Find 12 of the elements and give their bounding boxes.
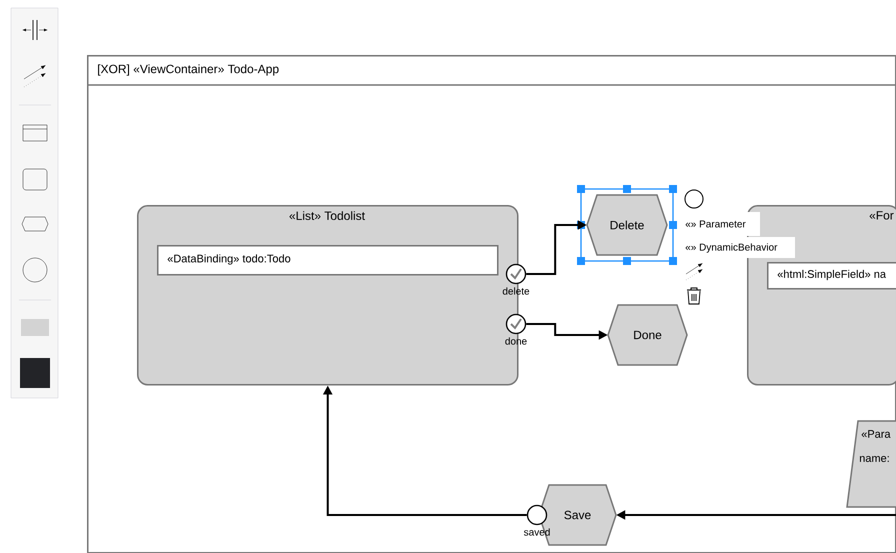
menu-item: «» Parameter (681, 212, 760, 236)
action-hexagon: Done (607, 304, 688, 366)
action-hexagon: Delete (586, 194, 668, 256)
port-label: delete (502, 287, 530, 295)
event-port (506, 264, 526, 284)
port-label: done (505, 337, 527, 345)
event-port (506, 314, 526, 334)
event-port (526, 504, 548, 526)
menu-item: «» DynamicBehavior (681, 237, 795, 258)
parameter-box: «Para name: (846, 420, 896, 508)
binding-field: «html:SimpleField» na (767, 262, 896, 290)
binding-field: «DataBinding» todo:Todo (157, 245, 498, 276)
